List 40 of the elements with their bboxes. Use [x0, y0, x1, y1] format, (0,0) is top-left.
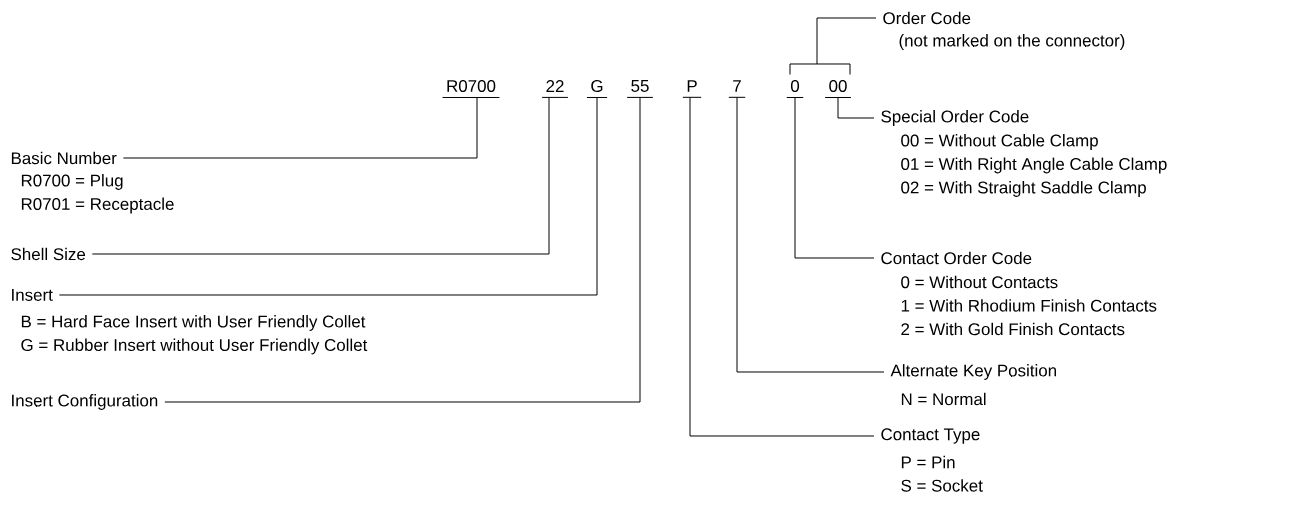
leader-line: [794, 97, 875, 259]
leader-line: [91, 96, 550, 255]
code-segment: 7: [728, 80, 746, 98]
option-text: B = Hard Face Insert with User Friendly Collet: [21, 315, 366, 331]
field-heading: Insert: [12, 289, 53, 301]
code-segment: P: [682, 80, 702, 98]
field-heading: Basic Number: [11, 151, 117, 165]
field-heading: Insert Configuration: [12, 394, 158, 410]
field-heading: Alternate Key Position: [890, 364, 1056, 380]
leader-line: [736, 96, 885, 373]
option-text: 02 = With Straight Saddle Clamp: [901, 181, 1146, 197]
option-text: 1 = With Rhodium Finish Contacts: [901, 299, 1157, 312]
leader-line: [58, 97, 598, 296]
code-segment: R0700: [442, 80, 500, 98]
option-text: 2 = With Gold Finish Contacts: [901, 322, 1125, 336]
leader-line: [164, 96, 641, 403]
code-segment: 00: [824, 80, 852, 98]
option-text: P = Pin: [901, 455, 955, 469]
field-heading: Special Order Code: [881, 110, 1029, 126]
code-segment: 0: [786, 80, 804, 98]
field-heading: Contact Order Code: [881, 251, 1032, 265]
field-heading: Order Code: [883, 11, 971, 25]
code-segment: 22: [541, 80, 569, 98]
leader-line: [837, 97, 875, 119]
option-text: 01 = With Right Angle Cable Clamp: [901, 157, 1167, 174]
option-text: 0 = Without Contacts: [901, 275, 1058, 289]
leader-line: [122, 97, 478, 159]
option-text: R0701 = Receptacle: [21, 197, 174, 214]
option-text: 00 = Without Cable Clamp: [901, 134, 1098, 150]
option-text: N = Normal: [901, 392, 986, 406]
leader-line: [689, 96, 875, 437]
field-heading: Shell Size: [11, 247, 86, 261]
option-text: S = Socket: [901, 479, 983, 492]
code-segment: 55: [626, 80, 654, 98]
code-segment: G: [586, 80, 608, 98]
option-text: G = Rubber Insert without User Friendly Collet: [21, 338, 368, 355]
option-text: R0700 = Plug: [21, 174, 123, 190]
bracket-leader-line: [789, 17, 877, 75]
field-heading: Contact Type: [881, 428, 980, 444]
option-text: (not marked on the connector): [899, 34, 1125, 50]
